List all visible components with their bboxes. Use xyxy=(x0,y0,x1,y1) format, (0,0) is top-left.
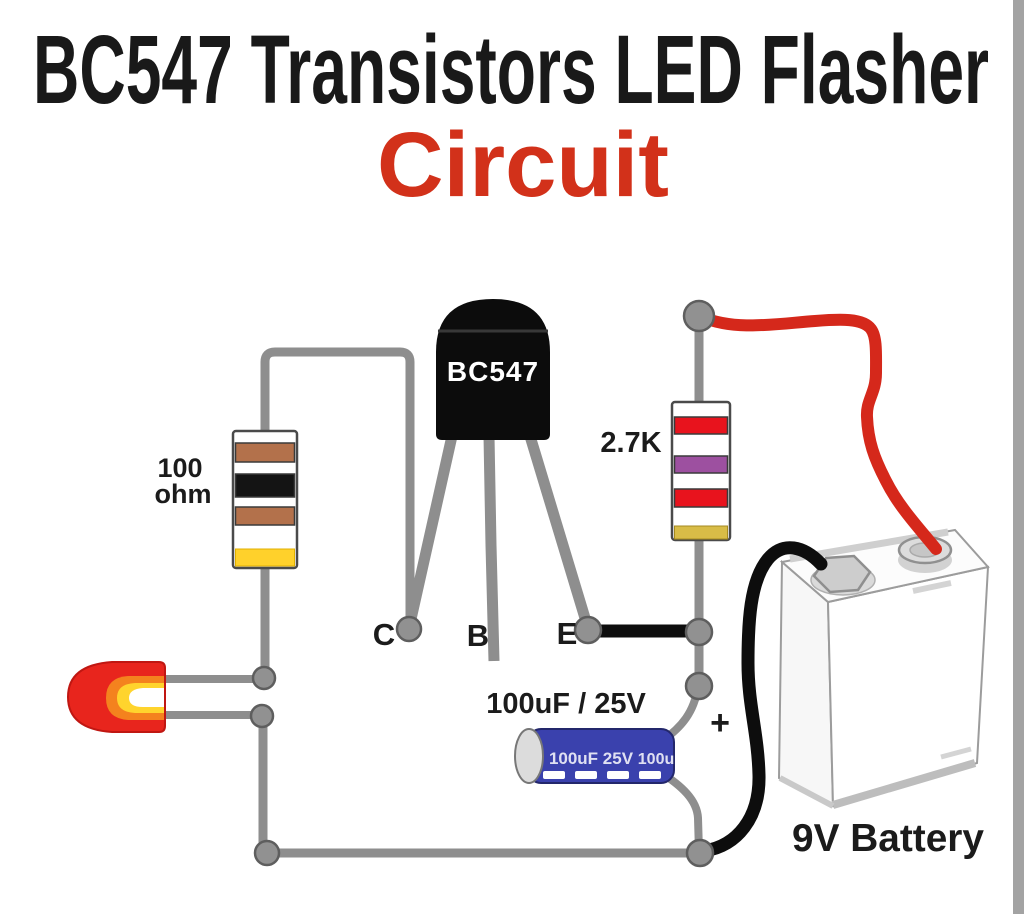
led-glow-white xyxy=(129,688,164,707)
junction-dot-supply-top xyxy=(682,299,716,333)
resistor-r1-label-value: 100 xyxy=(157,453,202,483)
junction-dot-cap-top xyxy=(684,671,714,701)
capacitor-stripe-dash-4 xyxy=(639,771,661,779)
resistor-r2-band-4 xyxy=(674,525,728,540)
battery-bottom-shadow-front xyxy=(831,759,977,809)
capacitor-stripe-dash-1 xyxy=(543,771,565,779)
capacitor-end-cap xyxy=(514,728,544,784)
junction-dot-led-anode xyxy=(251,665,277,691)
wire-battery-positive xyxy=(696,311,942,555)
battery-front-detail-top xyxy=(912,580,952,594)
battery-bottom-shadow-left xyxy=(778,775,835,809)
transistor-leg-collector xyxy=(403,434,458,630)
resistor-r2-band-3 xyxy=(673,488,729,508)
wire-r1-top-to-collector xyxy=(260,347,415,627)
resistor-r1-band-1 xyxy=(234,442,296,463)
resistor-r1-band-2 xyxy=(234,473,296,498)
battery xyxy=(777,528,990,809)
page-subtitle: Circuit xyxy=(377,114,669,216)
transistor-leg-base xyxy=(483,435,500,662)
resistor-r2-band-1 xyxy=(673,416,729,435)
battery-negative-terminal-hex xyxy=(812,554,872,594)
resistor-r1 xyxy=(231,429,299,570)
junction-dot-led-cathode xyxy=(249,703,275,729)
junction-dot-rail-left xyxy=(253,839,281,867)
transistor-label: BC547 xyxy=(447,356,539,387)
resistor-r2-band-2 xyxy=(673,455,729,474)
capacitor-label: 100uF / 25V xyxy=(486,688,646,720)
resistor-r2-label: 2.7K xyxy=(600,427,661,459)
capacitor: 100uF 25V 100u xyxy=(514,728,675,784)
transistor-body xyxy=(436,299,550,440)
page-title: BC547 Transistors LED Flasher xyxy=(33,15,989,124)
capacitor-stripe-dash-3 xyxy=(607,771,629,779)
resistor-r2 xyxy=(670,400,732,542)
resistor-r1-band-4 xyxy=(235,548,295,567)
junction-dot-emitter xyxy=(573,615,603,645)
led xyxy=(66,661,166,733)
junction-dot-r2-bottom xyxy=(684,617,714,647)
capacitor-stripe-dash-2 xyxy=(575,771,597,779)
junction-dot-collector xyxy=(395,615,423,643)
pin-label-emitter: E xyxy=(557,616,578,651)
right-edge-strip xyxy=(1013,0,1024,914)
polarity-plus-label: + xyxy=(710,704,730,742)
battery-label: 9V Battery xyxy=(792,817,984,860)
junction-dots xyxy=(249,299,716,868)
capacitor-print-right: 100u xyxy=(638,751,674,768)
resistor-r1-body xyxy=(231,429,299,570)
wire-cap-lead-bottom xyxy=(657,768,703,853)
resistor-r1-label-unit: ohm xyxy=(155,479,212,509)
transistor: BC547 xyxy=(436,299,550,440)
resistor-r1-band-3 xyxy=(234,506,296,526)
battery-front-detail-bottom xyxy=(940,746,972,760)
wire-battery-negative xyxy=(697,541,828,858)
pin-label-collector: C xyxy=(373,617,395,652)
transistor-leg-emitter xyxy=(524,434,594,630)
pin-label-base: B xyxy=(467,618,489,653)
capacitor-print-left: 100uF 25V xyxy=(549,749,634,768)
junction-dot-rail-right xyxy=(685,838,715,868)
